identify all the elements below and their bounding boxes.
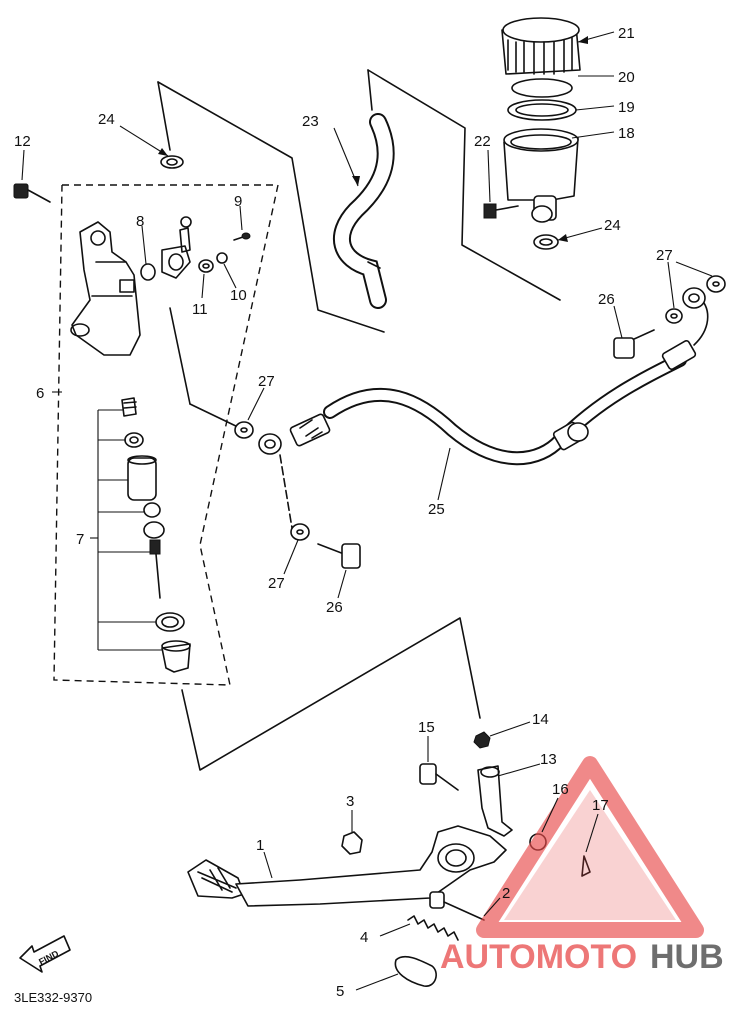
callout-24: 24	[98, 111, 115, 128]
automotohub-watermark: AUTOMOTO HUB	[440, 756, 724, 976]
callout-20: 20	[618, 69, 635, 86]
part-code: 3LE332-9370	[14, 990, 92, 1005]
callout-7-bracket	[97, 409, 162, 651]
callout-24b: 24	[604, 217, 621, 234]
callout-10: 10	[230, 287, 247, 304]
callout-27b: 27	[268, 575, 285, 592]
reservoir-hose-fitting	[140, 155, 251, 281]
callout-14: 14	[532, 711, 549, 728]
callout-21: 21	[618, 25, 635, 42]
watermark-text-b: HUB	[650, 938, 724, 976]
bolt-12	[13, 183, 51, 203]
callout-18: 18	[618, 125, 635, 142]
callout-15: 15	[418, 719, 435, 736]
piston-kit	[121, 397, 191, 673]
callout-26b: 26	[598, 291, 615, 308]
reservoir-hose-23	[332, 113, 395, 309]
master-cylinder-assembly-box	[53, 184, 279, 686]
callout-7: 7	[76, 531, 84, 548]
watermark-text-a: AUTOMOTO	[440, 938, 637, 976]
callouts: 1 2 3 4 5 6 7 8 9 10 11 12 13 14 15 16 1	[14, 25, 713, 1000]
callout-13: 13	[540, 751, 557, 768]
pedal-hardware	[394, 891, 485, 987]
callout-16: 16	[552, 781, 569, 798]
callout-5: 5	[336, 983, 344, 1000]
nut-3	[341, 831, 363, 855]
callout-2: 2	[502, 885, 510, 902]
union-bolts-26	[317, 329, 655, 569]
callout-12: 12	[14, 133, 31, 150]
callout-11: 11	[192, 301, 208, 318]
callout-25: 25	[428, 501, 445, 518]
callout-27: 27	[258, 373, 275, 390]
callout-22: 22	[474, 133, 491, 150]
callout-3: 3	[346, 793, 354, 810]
callout-1: 1	[256, 837, 264, 854]
brake-hose-25	[258, 287, 709, 466]
master-cylinder-body	[70, 221, 141, 356]
washers-27	[234, 275, 726, 541]
reservoir	[501, 17, 581, 223]
callout-4: 4	[360, 929, 368, 946]
reference-lines	[157, 69, 561, 771]
callout-8: 8	[136, 213, 144, 230]
callout-19: 19	[618, 99, 635, 116]
clip-24-right	[533, 234, 559, 250]
callout-9: 9	[234, 193, 242, 210]
callout-26: 26	[326, 599, 343, 616]
find-arrow-icon: FIND	[19, 935, 71, 973]
brake-pedal	[187, 825, 507, 907]
callout-6: 6	[36, 385, 44, 402]
callout-17: 17	[592, 797, 609, 814]
bolt-22	[483, 203, 519, 219]
callout-27c: 27	[656, 247, 673, 264]
callout-23: 23	[302, 113, 319, 130]
